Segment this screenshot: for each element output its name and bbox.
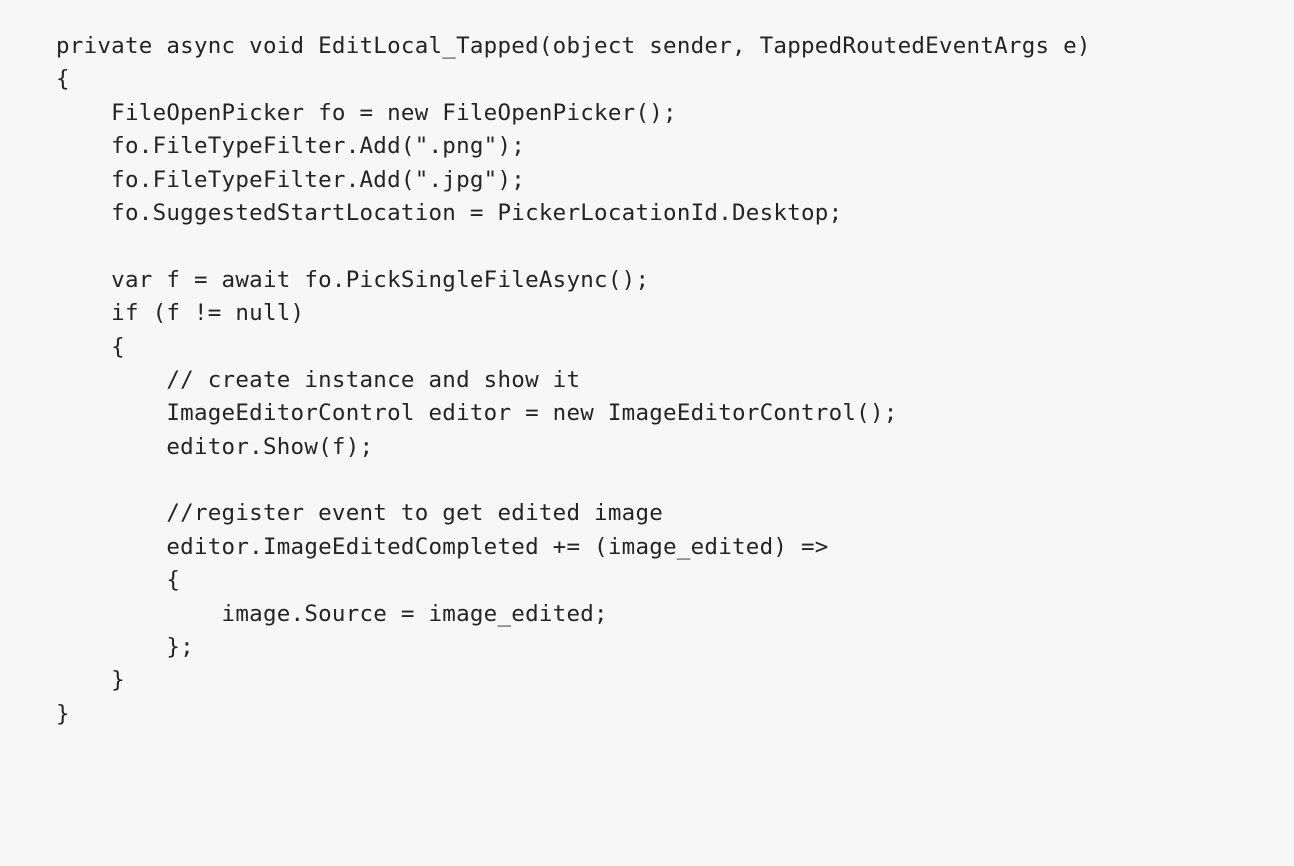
code-line: image.Source = image_edited; xyxy=(56,600,608,627)
code-line: private async void EditLocal_Tapped(obje… xyxy=(56,33,1091,59)
code-line: } xyxy=(56,700,70,727)
code-line: var f = await fo.PickSingleFileAsync(); xyxy=(56,266,650,293)
code-line: }; xyxy=(56,634,194,661)
code-line: fo.FileTypeFilter.Add(".png"); xyxy=(56,133,526,160)
code-line: fo.SuggestedStartLocation = PickerLocati… xyxy=(56,199,843,226)
code-line: fo.FileTypeFilter.Add(".jpg"); xyxy=(56,166,526,193)
code-line: { xyxy=(56,567,181,594)
code-line: editor.ImageEditedCompleted += (image_ed… xyxy=(56,533,829,560)
code-line: } xyxy=(56,667,125,694)
code-line: editor.Show(f); xyxy=(56,433,374,460)
code-line: ImageEditorControl editor = new ImageEdi… xyxy=(56,400,898,427)
code-line: FileOpenPicker fo = new FileOpenPicker()… xyxy=(56,99,677,126)
code-line: // create instance and show it xyxy=(56,366,581,393)
code-line: { xyxy=(56,66,70,93)
code-line: if (f != null) xyxy=(56,300,305,327)
code-line: //register event to get edited image xyxy=(56,500,664,527)
code-line: { xyxy=(56,333,125,360)
code-line xyxy=(56,230,1294,263)
code-line xyxy=(56,464,1294,497)
